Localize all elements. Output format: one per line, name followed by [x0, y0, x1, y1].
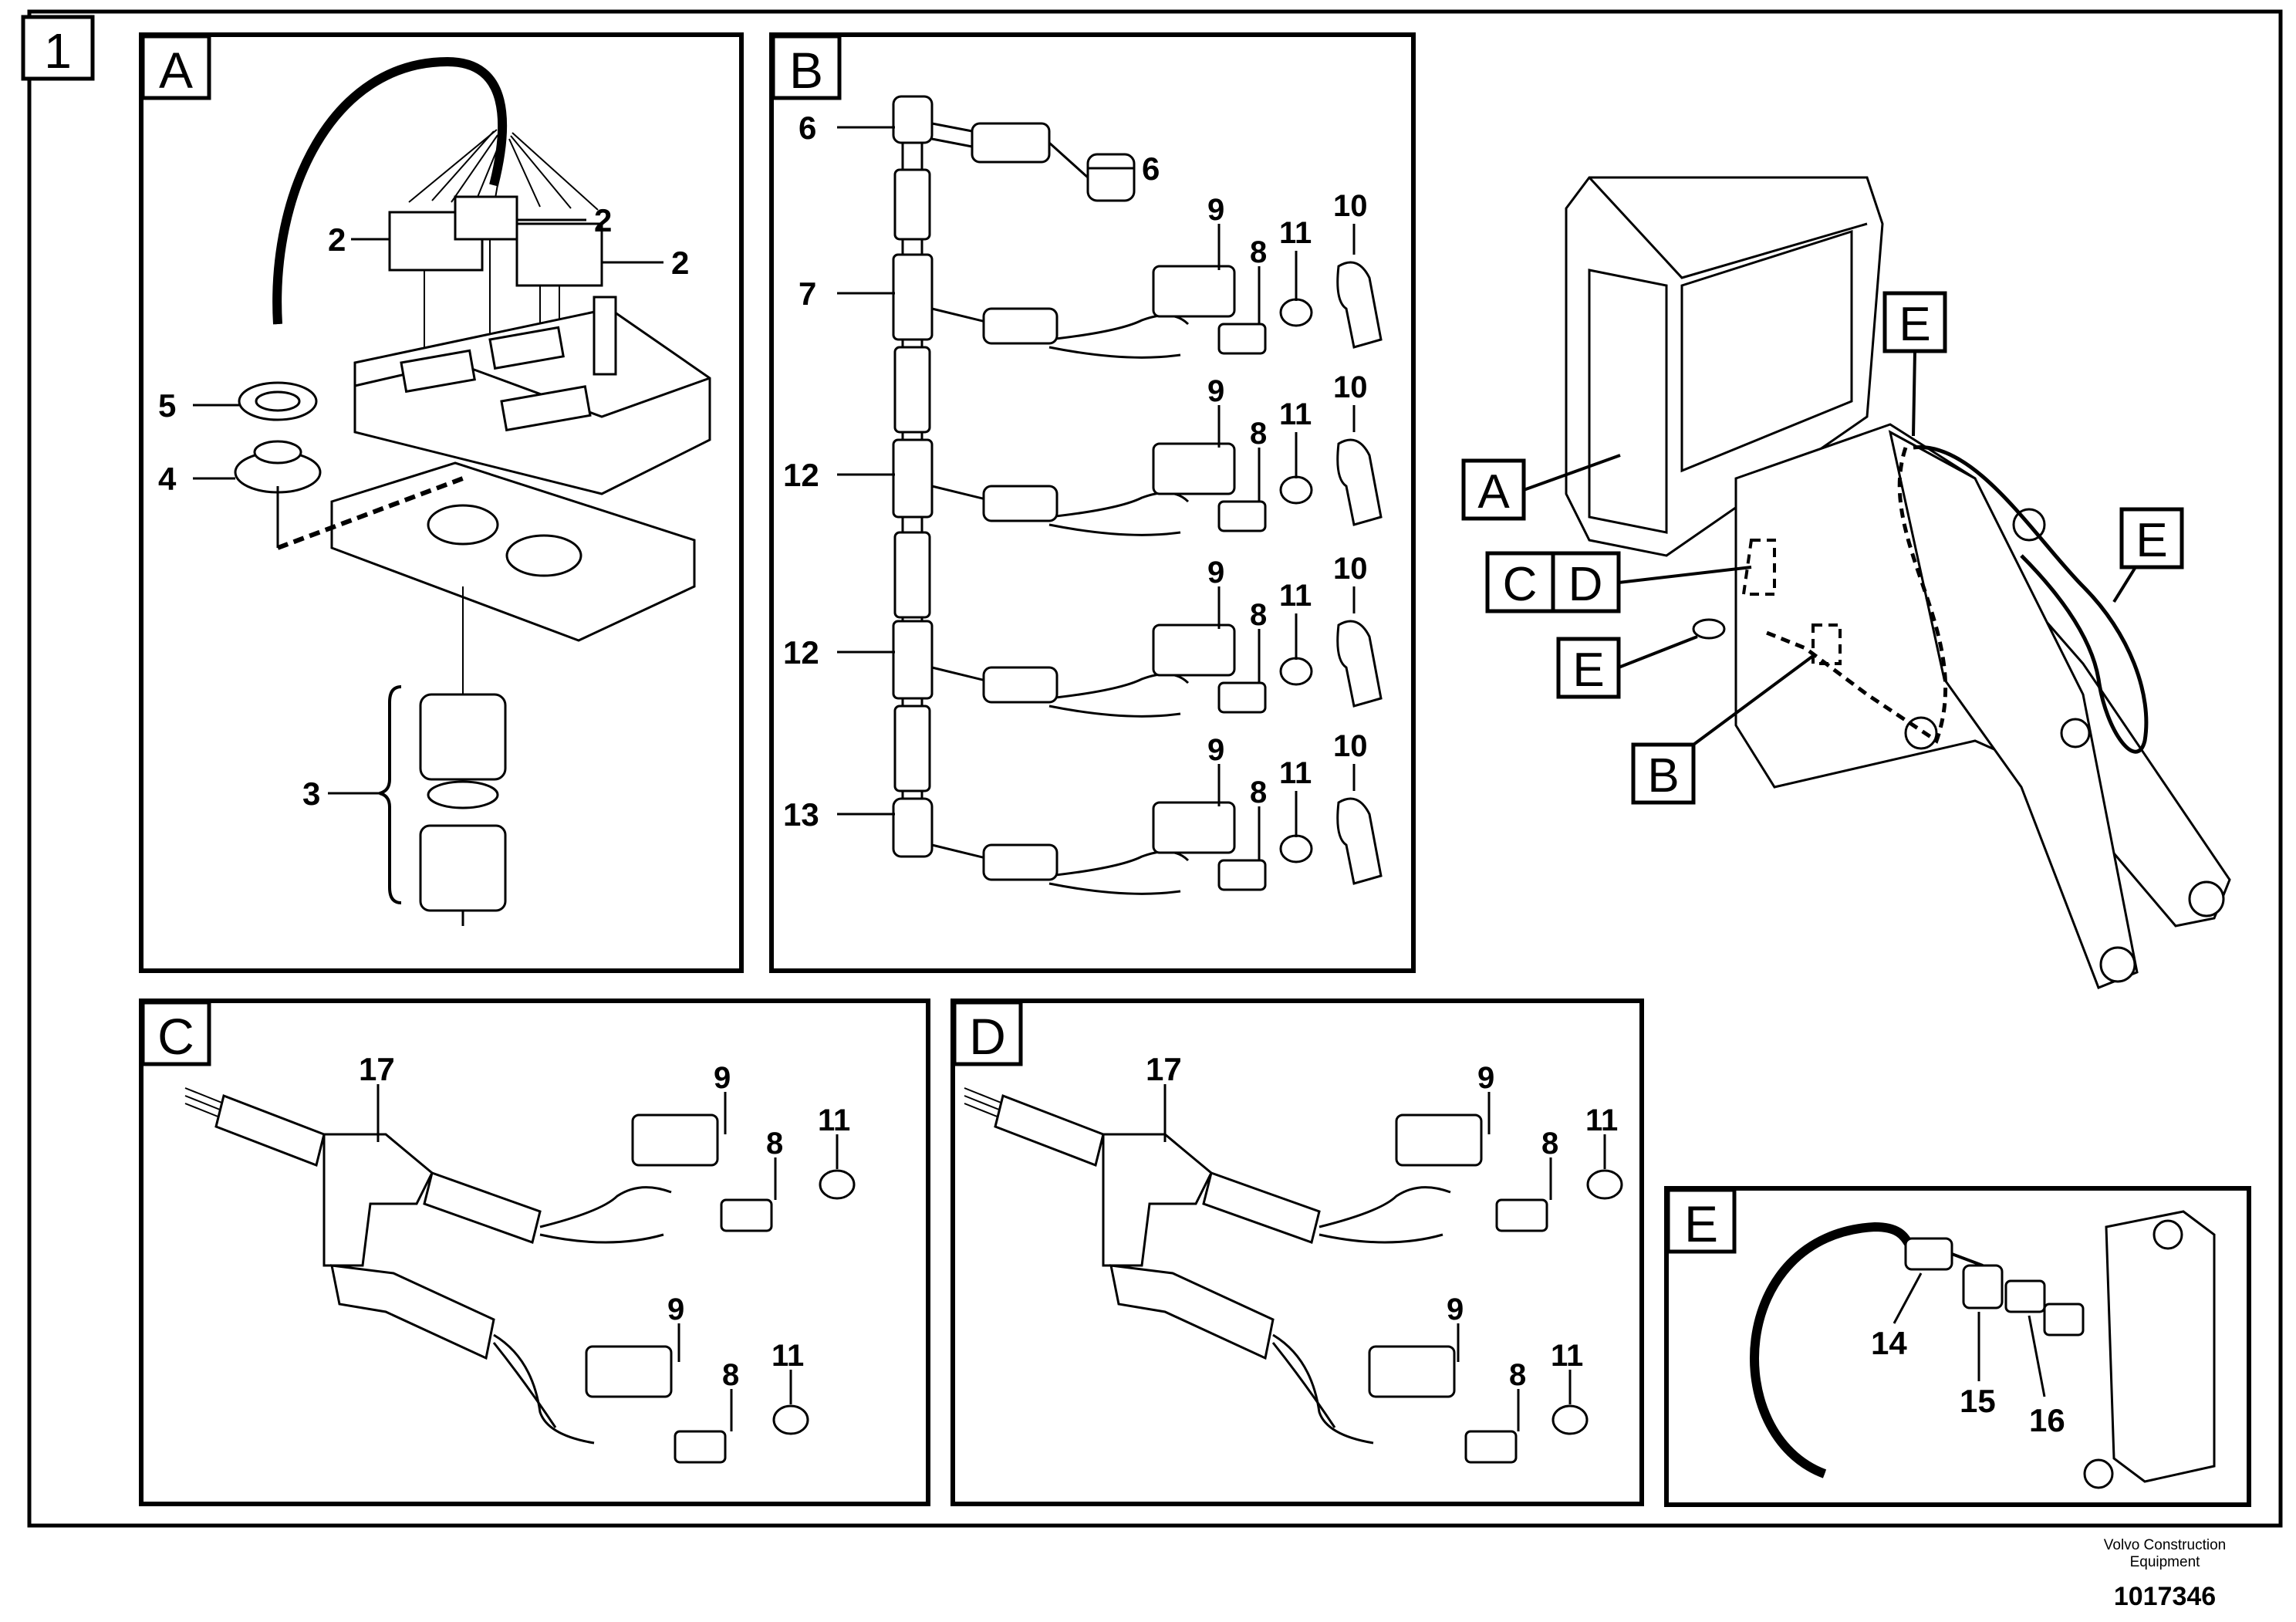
callout-b-9: 9 [1207, 193, 1224, 227]
overview-label-e-left: E [1556, 637, 1621, 699]
panel-d-letter: D [969, 1008, 1006, 1065]
overview-labels: A C D E E E B [1461, 291, 2184, 805]
svg-text:E: E [1899, 298, 1930, 351]
machine-overview [1565, 176, 2231, 989]
callout-b-13: 13 [783, 796, 819, 833]
callout-b-9: 9 [1207, 374, 1224, 408]
callout-b-11: 11 [1279, 579, 1312, 613]
callout-a-5: 5 [158, 387, 176, 424]
callout-b-10: 10 [1333, 370, 1368, 404]
callout-e-16: 16 [2029, 1402, 2065, 1438]
overview-label-c: C [1503, 558, 1538, 611]
callout-b-7: 7 [799, 275, 816, 312]
brand-caption: Volvo Construction Equipment [2072, 1537, 2257, 1571]
svg-text:E: E [1572, 644, 1604, 697]
branch-rows [931, 261, 1383, 895]
overview-label-a: A [1461, 458, 1526, 521]
callout-c-8-lower: 8 [722, 1358, 739, 1392]
outer-frame [27, 9, 2283, 1528]
brand-line-1: Volvo Construction [2103, 1537, 2227, 1553]
callout-c-11-upper: 11 [818, 1103, 850, 1137]
svg-text:B: B [1647, 749, 1679, 803]
callout-d-9-upper: 9 [1477, 1061, 1494, 1095]
callout-a-2-middle: 2 [594, 202, 612, 238]
callout-b-10: 10 [1333, 552, 1368, 586]
panel-b: B [769, 32, 1416, 973]
callouts-b-row-2: 9 8 11 10 [1207, 370, 1368, 451]
callout-e-15: 15 [1960, 1383, 1996, 1419]
callout-a-3: 3 [302, 776, 320, 812]
callout-c-8-upper: 8 [766, 1127, 783, 1161]
callout-b-8: 8 [1250, 598, 1267, 632]
brand-line-2: Equipment [2129, 1554, 2200, 1570]
callout-a-4: 4 [158, 461, 177, 497]
overview-label-e-top: E [1882, 291, 1947, 353]
callout-b-8: 8 [1250, 776, 1267, 809]
overview-label-e-right: E [2119, 507, 2184, 569]
callout-b-8: 8 [1250, 417, 1267, 451]
callout-d-8-upper: 8 [1541, 1127, 1558, 1161]
callout-d-11-lower: 11 [1551, 1339, 1583, 1373]
callout-b-12-lower: 12 [783, 634, 819, 671]
callout-b-12-upper: 12 [783, 457, 819, 493]
callout-c-9-upper: 9 [714, 1061, 731, 1095]
callout-b-9: 9 [1207, 733, 1224, 767]
callouts-b-row-1: 9 8 11 10 [1207, 189, 1368, 269]
callouts-b-row-4: 9 8 11 10 [1207, 729, 1368, 809]
overview-label-cd: C D [1485, 551, 1621, 613]
callout-b-6-top: 6 [799, 110, 816, 146]
panel-e-letter: E [1684, 1195, 1718, 1252]
figure-number: 1 [44, 23, 72, 79]
callout-b-11: 11 [1279, 216, 1312, 250]
callout-e-14: 14 [1871, 1325, 1907, 1361]
panel-b-letter: B [789, 42, 823, 99]
callout-a-2-right: 2 [671, 245, 689, 281]
svg-text:E: E [2136, 514, 2167, 567]
callout-d-9-lower: 9 [1447, 1293, 1464, 1326]
panel-c-letter: C [157, 1008, 194, 1065]
overview-label-d: D [1568, 558, 1603, 611]
callout-b-10: 10 [1333, 729, 1368, 763]
panel-d: D 17 9 8 11 9 8 11 [950, 999, 1644, 1506]
panel-a-letter: A [159, 42, 193, 99]
panel-c: C 17 9 8 11 9 8 11 [139, 999, 930, 1506]
callout-b-10: 10 [1333, 189, 1368, 223]
drawing-number: 1017346 [2113, 1582, 2217, 1611]
callout-b-11: 11 [1279, 756, 1312, 790]
callout-c-11-lower: 11 [772, 1339, 804, 1373]
callout-d-8-lower: 8 [1509, 1358, 1526, 1392]
figure-number-box: 1 [21, 15, 95, 81]
callouts-b-row-3: 9 8 11 10 [1207, 552, 1368, 632]
callout-b-11: 11 [1279, 397, 1312, 431]
panel-a: A [139, 32, 744, 973]
callout-d-11-upper: 11 [1585, 1103, 1618, 1137]
callout-b-9: 9 [1207, 556, 1224, 590]
callout-c-17: 17 [359, 1051, 395, 1087]
callout-b-6-right: 6 [1142, 150, 1160, 187]
callout-b-8: 8 [1250, 235, 1267, 269]
callout-c-9-lower: 9 [667, 1293, 684, 1326]
callout-d-17: 17 [1146, 1051, 1182, 1087]
svg-text:A: A [1477, 465, 1510, 519]
panel-e: E 14 15 16 [1664, 1186, 2251, 1507]
callout-a-2-left: 2 [328, 221, 346, 258]
overview-label-b: B [1631, 742, 1696, 805]
